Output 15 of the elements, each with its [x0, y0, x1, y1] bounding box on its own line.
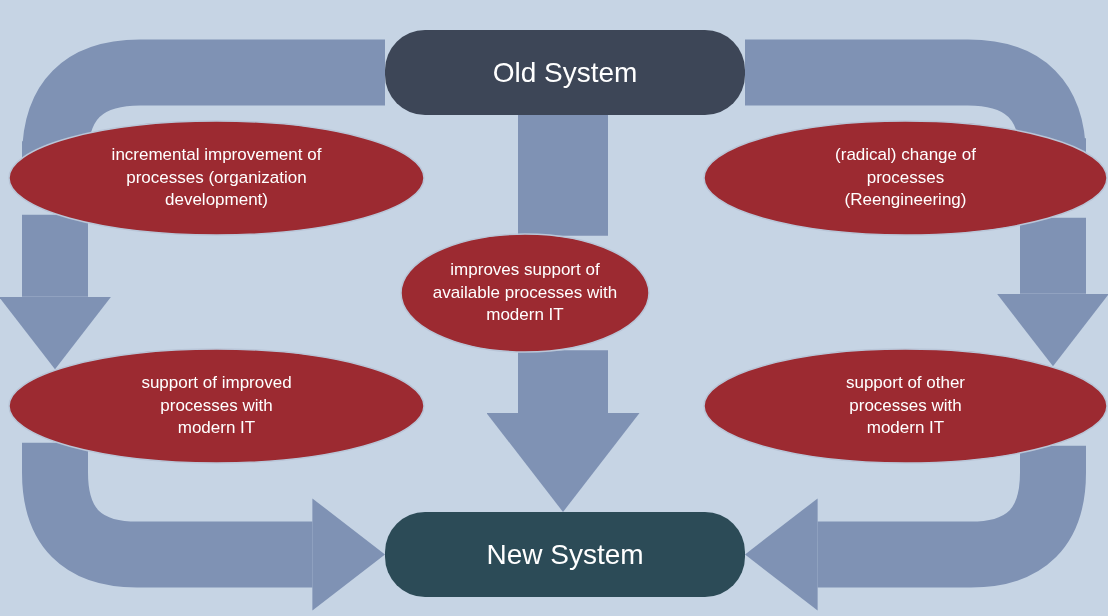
node-label: (radical) change of processes (Reengineering) [834, 143, 977, 212]
node-label: New System [486, 538, 644, 571]
process-ellipse [400, 233, 650, 353]
node-label: incremental improvement of processes (organization development) [110, 143, 323, 212]
system-box [385, 30, 745, 115]
node-label: support of other processes with modern IT [844, 371, 967, 440]
node-label: support of improved processes with modern IT [140, 371, 293, 440]
process-ellipse [703, 348, 1108, 464]
block-arrow [996, 217, 1108, 367]
node-label: Old System [492, 56, 638, 89]
process-ellipse [8, 120, 425, 236]
process-ellipse [703, 120, 1108, 236]
node-label: improves support of available processes with modern IT [431, 258, 619, 327]
process-ellipse [8, 348, 425, 464]
block-arrow [0, 214, 112, 370]
